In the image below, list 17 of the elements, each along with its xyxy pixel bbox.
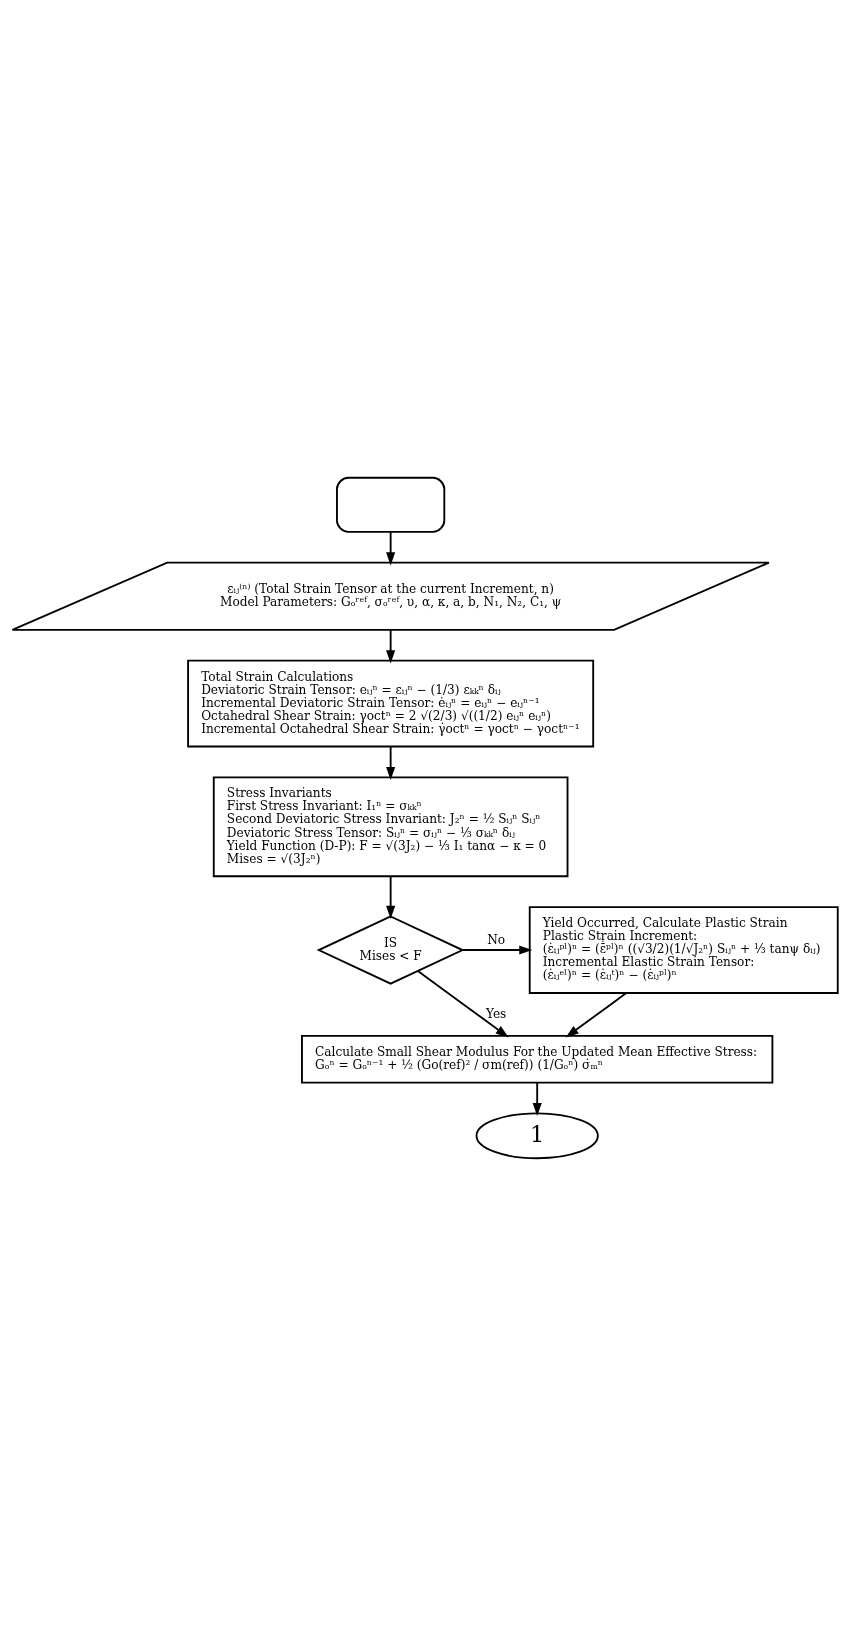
arrow [461, 945, 533, 955]
arrow [386, 629, 396, 664]
node-box: Stress Invariants First Stress Invariant: I₁ⁿ = σₖₖⁿ Second Deviatoric Stress Invariant: J₂ⁿ = ½ Sᵢⱼⁿ Sᵢⱼⁿ Deviatoric Stress Tensor: Sᵢⱼⁿ = σᵢⱼⁿ − ⅓ σₖₖⁿ δᵢⱼ Yield Function (D-P): F = √(3J₂) − ⅓ I₁ tanα − κ = 0 Mises = √(3J₂ⁿ) [212, 776, 569, 878]
node-box [336, 476, 446, 533]
node-ellipse: 1 [475, 1112, 599, 1160]
arrow [565, 992, 628, 1038]
edge-label: Yes [485, 1006, 507, 1021]
arrow [532, 1081, 542, 1117]
node-box: Yield Occurred, Calculate Plastic Strain Plastic Strain Increment: (ε̇ᵢⱼᵖˡ)ⁿ = (ε̄̇ᵖˡ)ⁿ ((√3/2)(1/√J₂ⁿ) Sᵢⱼⁿ + ⅓ tanψ δᵢⱼ) Incremental Elastic Strain Tensor: (ε̇ᵢⱼᵉˡ)ⁿ = (ε̇ᵢⱼᵗ)ⁿ − (ε̇ᵢⱼᵖˡ)ⁿ [528, 906, 839, 994]
node-box: Calculate Small Shear Modulus For the Updated Mean Effective Stress: Gₒⁿ = Gₒⁿ⁻¹ + ½ (Go(ref)² / σm(ref)) (1/Gₒⁿ) σ̇ₘⁿ [301, 1034, 774, 1084]
node-box: Total Strain Calculations Deviatoric Strain Tensor: eᵢⱼⁿ = εᵢⱼⁿ − (1/3) εₖₖⁿ δᵢⱼ Incremental Deviatoric Strain Tensor: ėᵢⱼⁿ = eᵢⱼⁿ − eᵢⱼⁿ⁻¹ Octahedral Shear Strain: γoctⁿ = 2 √(2/3) √((1/2) eᵢⱼⁿ eᵢⱼⁿ) Incremental Octahedral Shear Strain: γ̇octⁿ = γoctⁿ − γoctⁿ⁻¹ [187, 659, 595, 748]
arrow [386, 530, 396, 566]
arrow [417, 970, 509, 1038]
arrow [386, 745, 396, 781]
node-diamond: IS Mises < F [316, 915, 465, 985]
arrow [386, 875, 396, 919]
edge-label: No [487, 932, 506, 947]
